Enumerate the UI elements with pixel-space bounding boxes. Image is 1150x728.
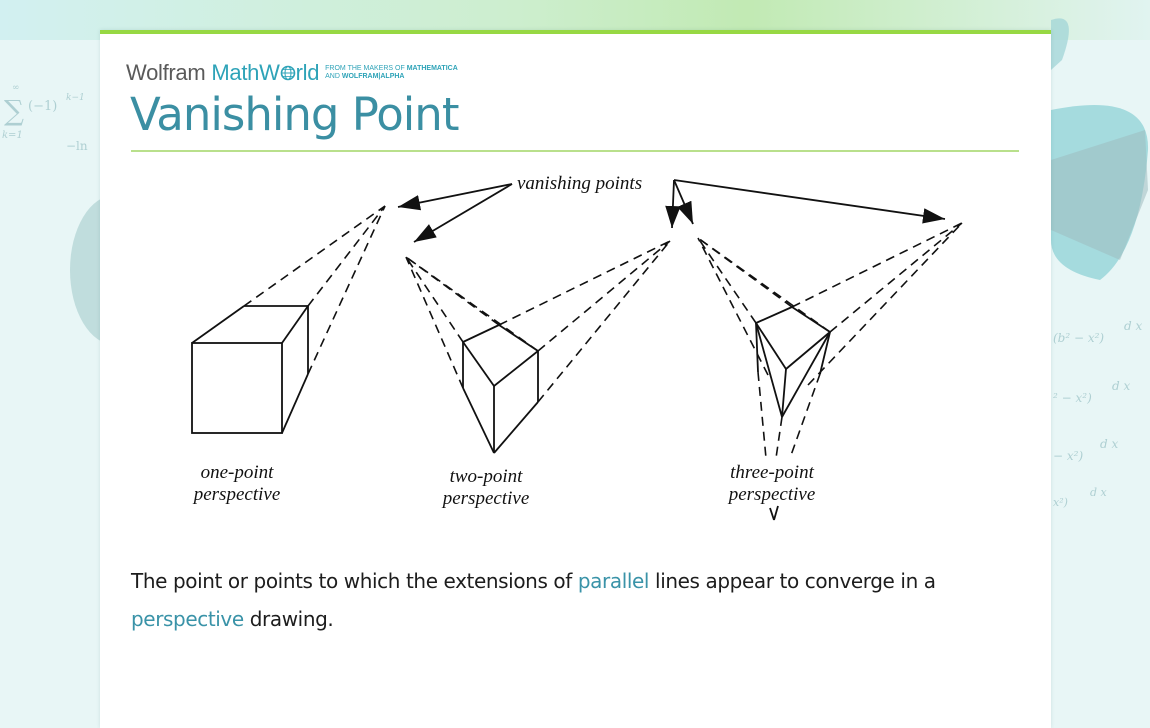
label-two-point-line1: two-point — [450, 466, 524, 487]
title-divider — [131, 150, 1019, 152]
sum-exp: k−1 — [66, 93, 85, 103]
dx-2: d x — [1112, 379, 1130, 393]
logo-wolfram: Wolfram — [126, 60, 206, 85]
sum-lower: k=1 — [2, 130, 23, 141]
sum-expr: (−1) — [28, 99, 57, 114]
sum-upper: ∞ — [12, 83, 20, 93]
two-point-cube — [405, 240, 671, 454]
page-title: Vanishing Point — [130, 88, 459, 141]
link-parallel[interactable]: parallel — [577, 569, 650, 593]
one-point-cube — [191, 205, 386, 434]
dx-3: d x — [1100, 437, 1118, 451]
globe-icon — [280, 65, 295, 81]
vanishing-point-figure: vanishing points one-point perspective t… — [191, 173, 963, 521]
integrand-4: x²) — [1053, 496, 1068, 509]
annotation-vanishing-points: vanishing points — [517, 173, 642, 194]
dx-1: d x — [1124, 319, 1142, 333]
ln-expr: −ln — [66, 139, 88, 153]
integrand-1: (b² − x²) — [1053, 331, 1104, 345]
integrand-2: ² − x²) — [1053, 391, 1092, 405]
three-point-cube — [697, 222, 963, 521]
dx-4: d x — [1090, 486, 1108, 499]
label-one-point-line2: perspective — [192, 484, 281, 505]
definition-text: The point or points to which the extensi… — [131, 569, 936, 631]
label-three-point-line1: three-point — [730, 462, 814, 483]
label-three-point-line2: perspective — [727, 484, 816, 505]
label-one-point-line1: one-point — [201, 462, 275, 483]
annotation-arrows — [397, 179, 946, 243]
link-perspective[interactable]: perspective — [131, 607, 244, 631]
label-two-point-line2: perspective — [441, 488, 530, 509]
sigma-symbol: ∑ — [4, 94, 24, 127]
integrand-3: − x²) — [1053, 449, 1083, 463]
logo-tagline: FROM THE MAKERS OF MATHEMATICA AND WOLFR… — [325, 65, 458, 80]
